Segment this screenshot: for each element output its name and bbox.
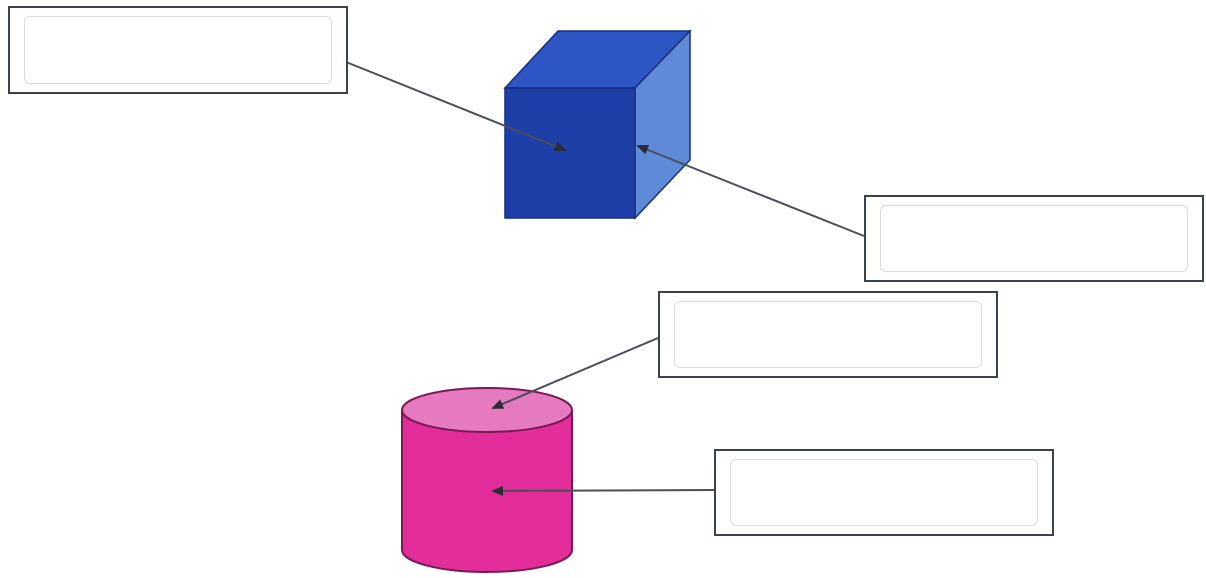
arrow-to-cylinder-top xyxy=(491,337,659,409)
cube-front-label-input[interactable] xyxy=(24,16,332,84)
arrow-to-cube-side xyxy=(636,145,865,237)
cube-front-face xyxy=(504,87,636,219)
cylinder-side-label-input[interactable] xyxy=(730,459,1038,526)
cylinder-top-label-box xyxy=(658,291,998,378)
arrow-to-cylinder-side xyxy=(491,485,715,496)
cylinder-shape xyxy=(401,387,573,573)
arrow-to-cube-front xyxy=(345,61,567,151)
cylinder-top-face xyxy=(401,387,573,433)
cylinder-side-label-box xyxy=(714,449,1054,536)
cube-side-label-box xyxy=(864,195,1204,282)
cube-side-label-input[interactable] xyxy=(880,205,1188,272)
cylinder-curved-surface xyxy=(401,409,573,573)
cube-front-label-box xyxy=(8,6,348,94)
cube-shape xyxy=(503,29,692,220)
cylinder-top-label-input[interactable] xyxy=(674,301,982,368)
